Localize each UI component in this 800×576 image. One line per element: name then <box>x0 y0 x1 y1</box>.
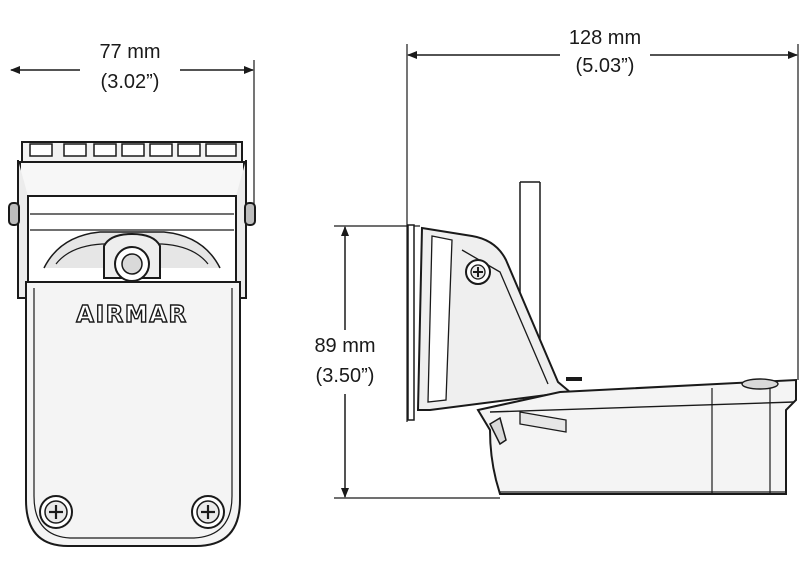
airmar-logo: AIRMAR <box>76 302 187 328</box>
side-bracket <box>416 226 573 411</box>
front-body <box>25 281 241 547</box>
front-view <box>8 60 256 547</box>
front-screw-right-icon <box>191 495 225 529</box>
side-hull <box>476 378 797 495</box>
side-height-metric: 89 mm <box>314 335 376 357</box>
side-skeg <box>489 416 507 446</box>
side-pivot-screw-icon <box>465 259 491 285</box>
side-top-pad <box>741 378 779 390</box>
front-knob-left <box>8 202 20 226</box>
side-height-imperial: (3.50”) <box>315 365 375 387</box>
side-length-metric: 128 mm <box>568 27 642 49</box>
front-screw-left-icon <box>39 495 73 529</box>
side-transom-plate <box>407 224 415 421</box>
side-view <box>334 44 799 499</box>
front-bracket <box>19 161 245 197</box>
front-width-metric: 77 mm <box>99 41 161 63</box>
front-knob-right <box>244 202 256 226</box>
front-width-imperial: (3.02”) <box>100 71 160 93</box>
side-length-imperial: (5.03”) <box>575 55 635 77</box>
